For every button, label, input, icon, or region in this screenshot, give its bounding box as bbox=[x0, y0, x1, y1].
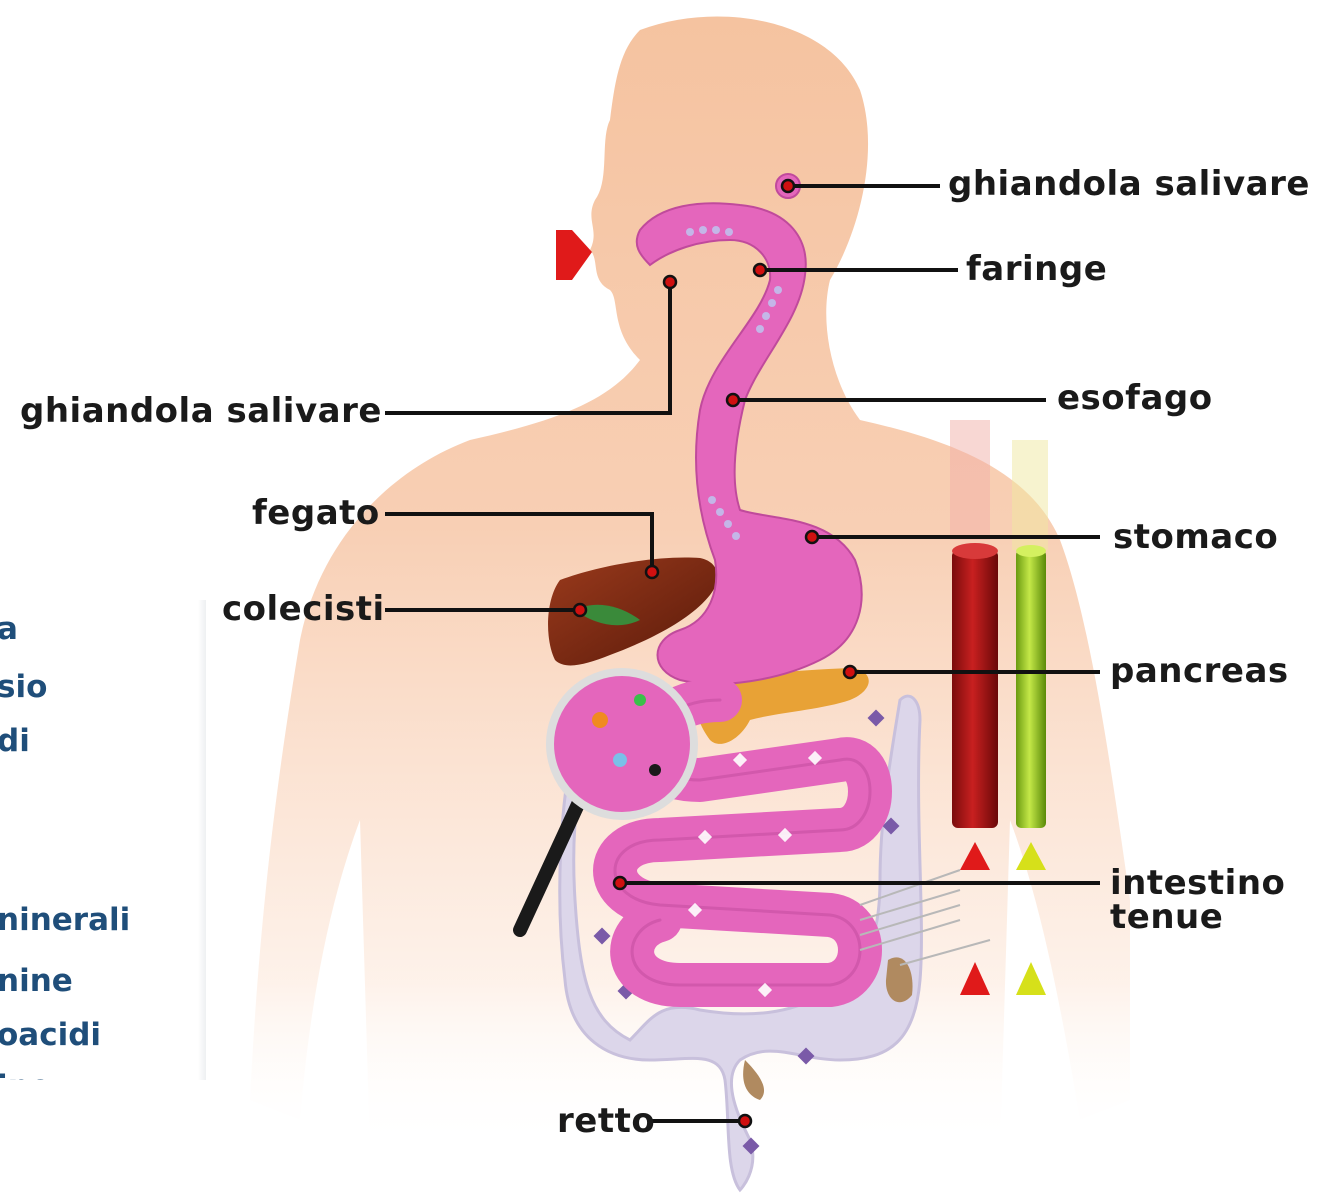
label-salivary-gland-left: ghiandola salivare bbox=[20, 393, 382, 429]
label-pancreas: pancreas bbox=[1110, 653, 1289, 689]
side-legend-panel: a sio di ninerali nine oacidi ine bbox=[0, 600, 206, 1080]
label-stomach: stomaco bbox=[1113, 519, 1278, 555]
side-item: oacidi bbox=[0, 1018, 101, 1052]
label-small-intestine: intestino tenue bbox=[1110, 866, 1310, 934]
side-item: ine bbox=[0, 1070, 51, 1080]
side-item: sio bbox=[0, 670, 47, 704]
side-item: ninerali bbox=[0, 903, 130, 937]
side-item: nine bbox=[0, 964, 73, 998]
label-liver: fegato bbox=[252, 495, 380, 531]
lymph-tube bbox=[1016, 545, 1046, 828]
label-esophagus: esofago bbox=[1057, 380, 1213, 416]
up-arrow-yellow-2-icon bbox=[1016, 962, 1046, 995]
yellow-glow bbox=[1012, 440, 1048, 550]
blood-tube bbox=[952, 543, 998, 828]
side-item: a bbox=[0, 612, 18, 646]
label-rectum: retto bbox=[557, 1103, 655, 1139]
label-pharynx: faringe bbox=[966, 251, 1107, 287]
label-gallbladder: colecisti bbox=[222, 591, 385, 627]
red-glow bbox=[950, 420, 990, 540]
label-salivary-gland-right: ghiandola salivare bbox=[948, 166, 1310, 202]
side-item: di bbox=[0, 724, 30, 758]
food-entry-arrow-icon bbox=[556, 230, 592, 280]
